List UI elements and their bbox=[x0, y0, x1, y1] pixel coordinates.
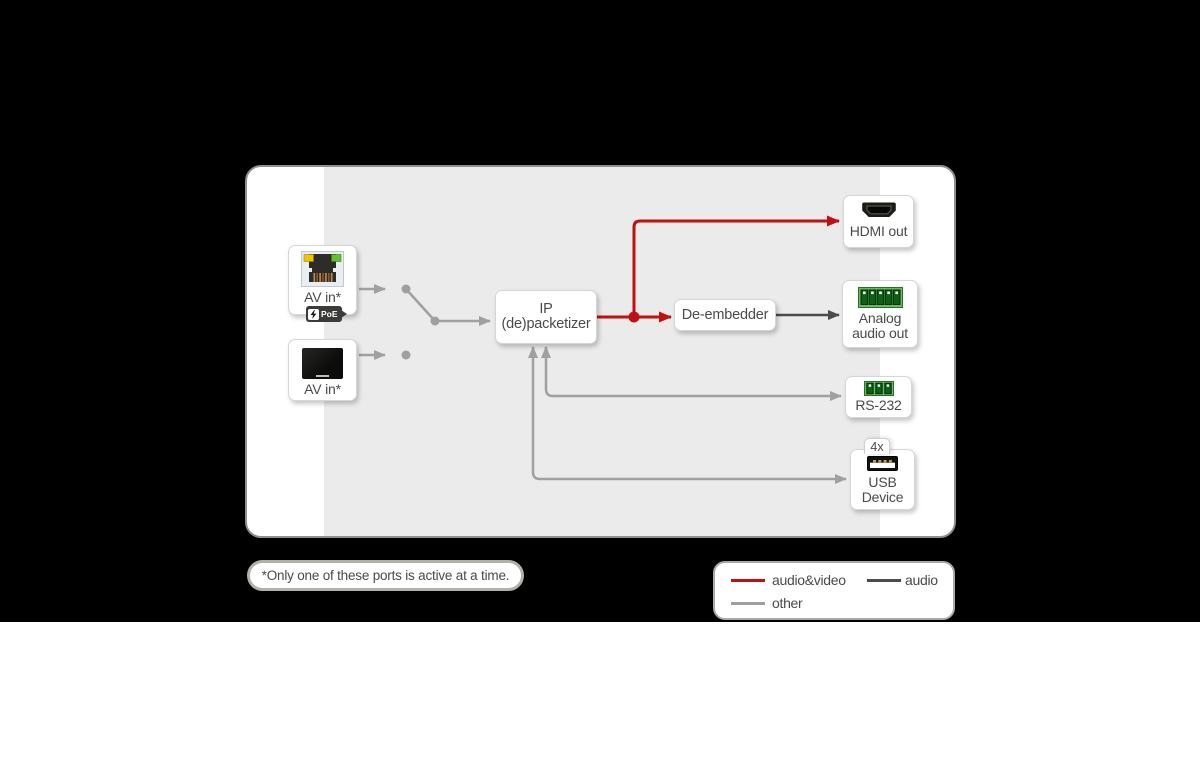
wire-packetizer-to-hdmi bbox=[632, 215, 840, 317]
node-rs232: RS-232 bbox=[845, 376, 912, 418]
legend-label-other: other bbox=[772, 595, 803, 611]
av-in-1-label: AV in* bbox=[304, 289, 341, 305]
lightning-bolt-icon bbox=[308, 308, 319, 320]
wire-packetizer-usb bbox=[528, 346, 847, 484]
node-analog-audio-out: Analog audio out bbox=[842, 280, 918, 348]
node-ip-packetizer: IP (de)packetizer bbox=[495, 290, 597, 344]
ip-packetizer-line2: (de)packetizer bbox=[501, 316, 591, 332]
legend-label-audio: audio bbox=[905, 572, 938, 588]
3-pin-terminal-block-icon bbox=[863, 381, 894, 396]
switch-contact-bottom bbox=[401, 350, 411, 360]
hdmi-out-label: HDMI out bbox=[849, 223, 908, 239]
rs232-label: RS-232 bbox=[855, 397, 902, 413]
av-junction-dot bbox=[628, 311, 640, 323]
legend-label-audio-video: audio&video bbox=[772, 572, 846, 588]
connection-wires bbox=[359, 215, 847, 484]
switch-arm bbox=[405, 288, 436, 322]
usb-device-line1: USB bbox=[868, 474, 897, 490]
de-embedder-label: De-embedder bbox=[681, 306, 769, 323]
node-av-in-2: AV in* bbox=[288, 339, 357, 401]
poe-badge-label: PoE bbox=[321, 309, 338, 319]
legend-box: audio&video audio other bbox=[713, 561, 955, 620]
5-pin-terminal-block-icon bbox=[857, 287, 903, 308]
usb-device-line2: Device bbox=[861, 489, 904, 505]
node-usb-device: USB Device bbox=[850, 449, 915, 510]
hdmi-connector-icon bbox=[861, 202, 896, 217]
rj45-ethernet-port-icon bbox=[301, 251, 344, 287]
device-panel: AV in* PoE AV in* IP (de)packetizer De-e… bbox=[245, 165, 956, 538]
usb-a-port-icon bbox=[867, 456, 898, 471]
poe-badge: PoE bbox=[306, 306, 347, 322]
usb-count-label: 4x bbox=[870, 439, 884, 454]
ip-packetizer-line1: IP bbox=[539, 301, 553, 317]
footnote-text: *Only one of these ports is active at a … bbox=[261, 568, 510, 583]
node-de-embedder: De-embedder bbox=[674, 299, 776, 331]
analog-audio-out-line2: audio out bbox=[852, 325, 908, 341]
legend-line-other bbox=[731, 602, 765, 605]
legend-line-audio-video bbox=[731, 579, 765, 582]
av-in-2-label: AV in* bbox=[304, 381, 341, 397]
node-hdmi-out: HDMI out bbox=[843, 195, 914, 248]
media-port-icon bbox=[302, 348, 343, 379]
usb-count-badge: 4x bbox=[864, 438, 890, 454]
legend-line-audio bbox=[867, 579, 901, 582]
analog-audio-out-line1: Analog bbox=[858, 310, 902, 326]
footnote-pill: *Only one of these ports is active at a … bbox=[247, 560, 524, 591]
node-av-in-1: AV in* PoE bbox=[288, 245, 357, 322]
wire-packetizer-rs232 bbox=[541, 346, 842, 401]
